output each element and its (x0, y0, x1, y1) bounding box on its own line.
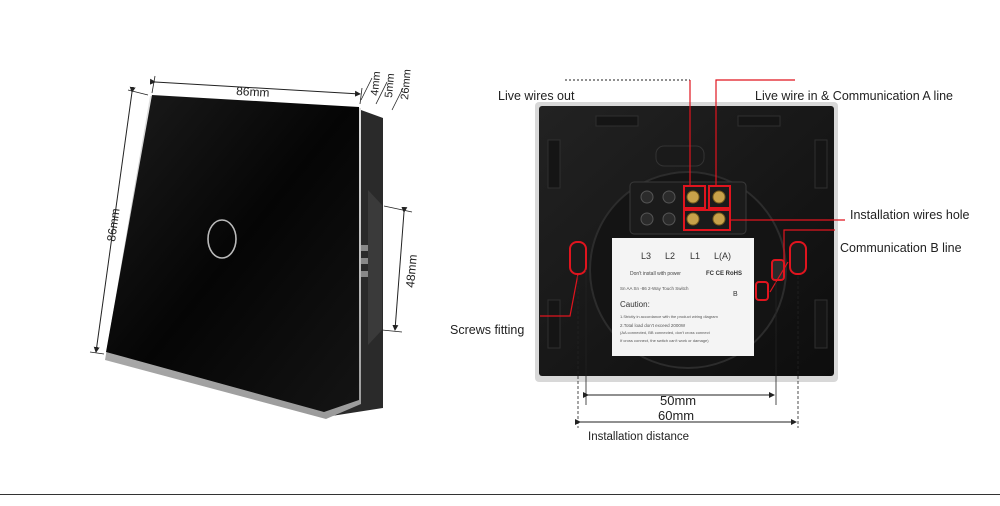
width-dimension-label: 86mm (236, 84, 270, 100)
box-dimension-label: 48mm (403, 254, 420, 288)
callout-screws-fitting: Screws fitting (450, 323, 524, 337)
terminal-screw-l1 (686, 190, 700, 204)
sticker-certifications: FC CE RoHS (706, 271, 742, 277)
back-rib (814, 139, 828, 189)
highlight-b-terminal (771, 259, 785, 281)
terminal-label-la: L(A) (714, 251, 731, 261)
dim-ext-line (127, 89, 149, 96)
touch-button-icon (207, 219, 237, 259)
dim-ext-line (375, 81, 388, 105)
terminal-screw (686, 212, 700, 226)
terminal-label-l2: L2 (665, 251, 675, 261)
terminal-screw (640, 212, 654, 226)
sticker-caution-line-2: 2.Total load don't exceed 2000W (620, 323, 686, 328)
callout-line-live-in (715, 79, 795, 186)
dim-ext-line (359, 87, 363, 105)
back-rib (737, 115, 781, 127)
front-view: 86mm 86mm 4mm 5mm 26mm 48mm (89, 69, 420, 419)
dim-ext-line (151, 75, 156, 94)
back-rib (814, 299, 828, 349)
label-sticker (612, 238, 754, 356)
dim-ext-line (391, 87, 404, 111)
callout-line-comm-b (783, 229, 835, 268)
highlight-b-small (755, 281, 769, 301)
terminal-label-l3: L3 (641, 251, 651, 261)
glass-panel (106, 95, 359, 412)
highlight-live-out (683, 185, 706, 209)
box-vent-1 (358, 245, 368, 251)
terminal-screw-l3 (640, 190, 654, 204)
dim-width-line (149, 78, 361, 97)
callout-line-screws (540, 273, 579, 317)
terminal-screw-l2 (662, 190, 676, 204)
back-box (368, 190, 382, 345)
depth-dimension-4mm: 4mm (369, 71, 383, 96)
sticker-caution-line-3: (AA connected, BB connected, don't cross… (620, 330, 711, 335)
terminal-screw (712, 212, 726, 226)
height-dimension-label: 86mm (104, 207, 123, 242)
installation-distance-caption: Installation distance (588, 431, 689, 443)
highlight-screw-right (789, 241, 807, 275)
sticker-model-line: Sn AA Sn -86 2-Way Touch Switch (620, 286, 689, 291)
dimension-60mm: 60mm (658, 408, 694, 423)
sticker-caution-line-4: If cross connect, the switch can't work … (620, 338, 709, 343)
terminal-label-l1: L1 (690, 251, 700, 261)
dim-ext-line (360, 77, 373, 101)
highlight-live-in (708, 185, 731, 209)
dim-ext-line (89, 351, 105, 355)
back-rib (547, 299, 561, 349)
back-rib (595, 115, 639, 127)
terminal-screw (662, 212, 676, 226)
back-rib (547, 139, 561, 189)
box-vent-2 (358, 258, 368, 264)
sticker-caution-title: Caution: (620, 300, 650, 309)
callout-live-wire-in: Live wire in & Communication A line (755, 89, 953, 103)
depth-dimension-26mm: 26mm (399, 69, 414, 100)
sticker-b-label: B (733, 291, 738, 298)
dimension-50mm: 50mm (660, 393, 696, 408)
depth-dimension-5mm: 5mm (383, 73, 397, 98)
highlight-screw-left (569, 241, 587, 275)
callout-line-comm-b-2 (769, 261, 789, 293)
back-notch (655, 145, 705, 167)
box-vent-3 (358, 271, 368, 277)
dim-height-line (93, 86, 136, 353)
dim-ext-line (381, 329, 403, 333)
callout-installation-wires-hole: Installation wires hole (850, 208, 970, 222)
dim-ext-line (383, 205, 413, 213)
callout-live-wires-out: Live wires out (498, 89, 575, 103)
terminal-screw-la (712, 190, 726, 204)
bottom-rule (0, 494, 1000, 495)
callout-communication-b-line: Communication B line (840, 241, 962, 255)
sticker-caution-line-1: 1.Strictly in accordance with the produc… (620, 314, 718, 319)
sticker-warning: Don't install with power (630, 271, 681, 277)
back-view: L3 L2 L1 L(A) Don't install with power F… (450, 79, 970, 443)
dim-box-line (392, 206, 408, 331)
